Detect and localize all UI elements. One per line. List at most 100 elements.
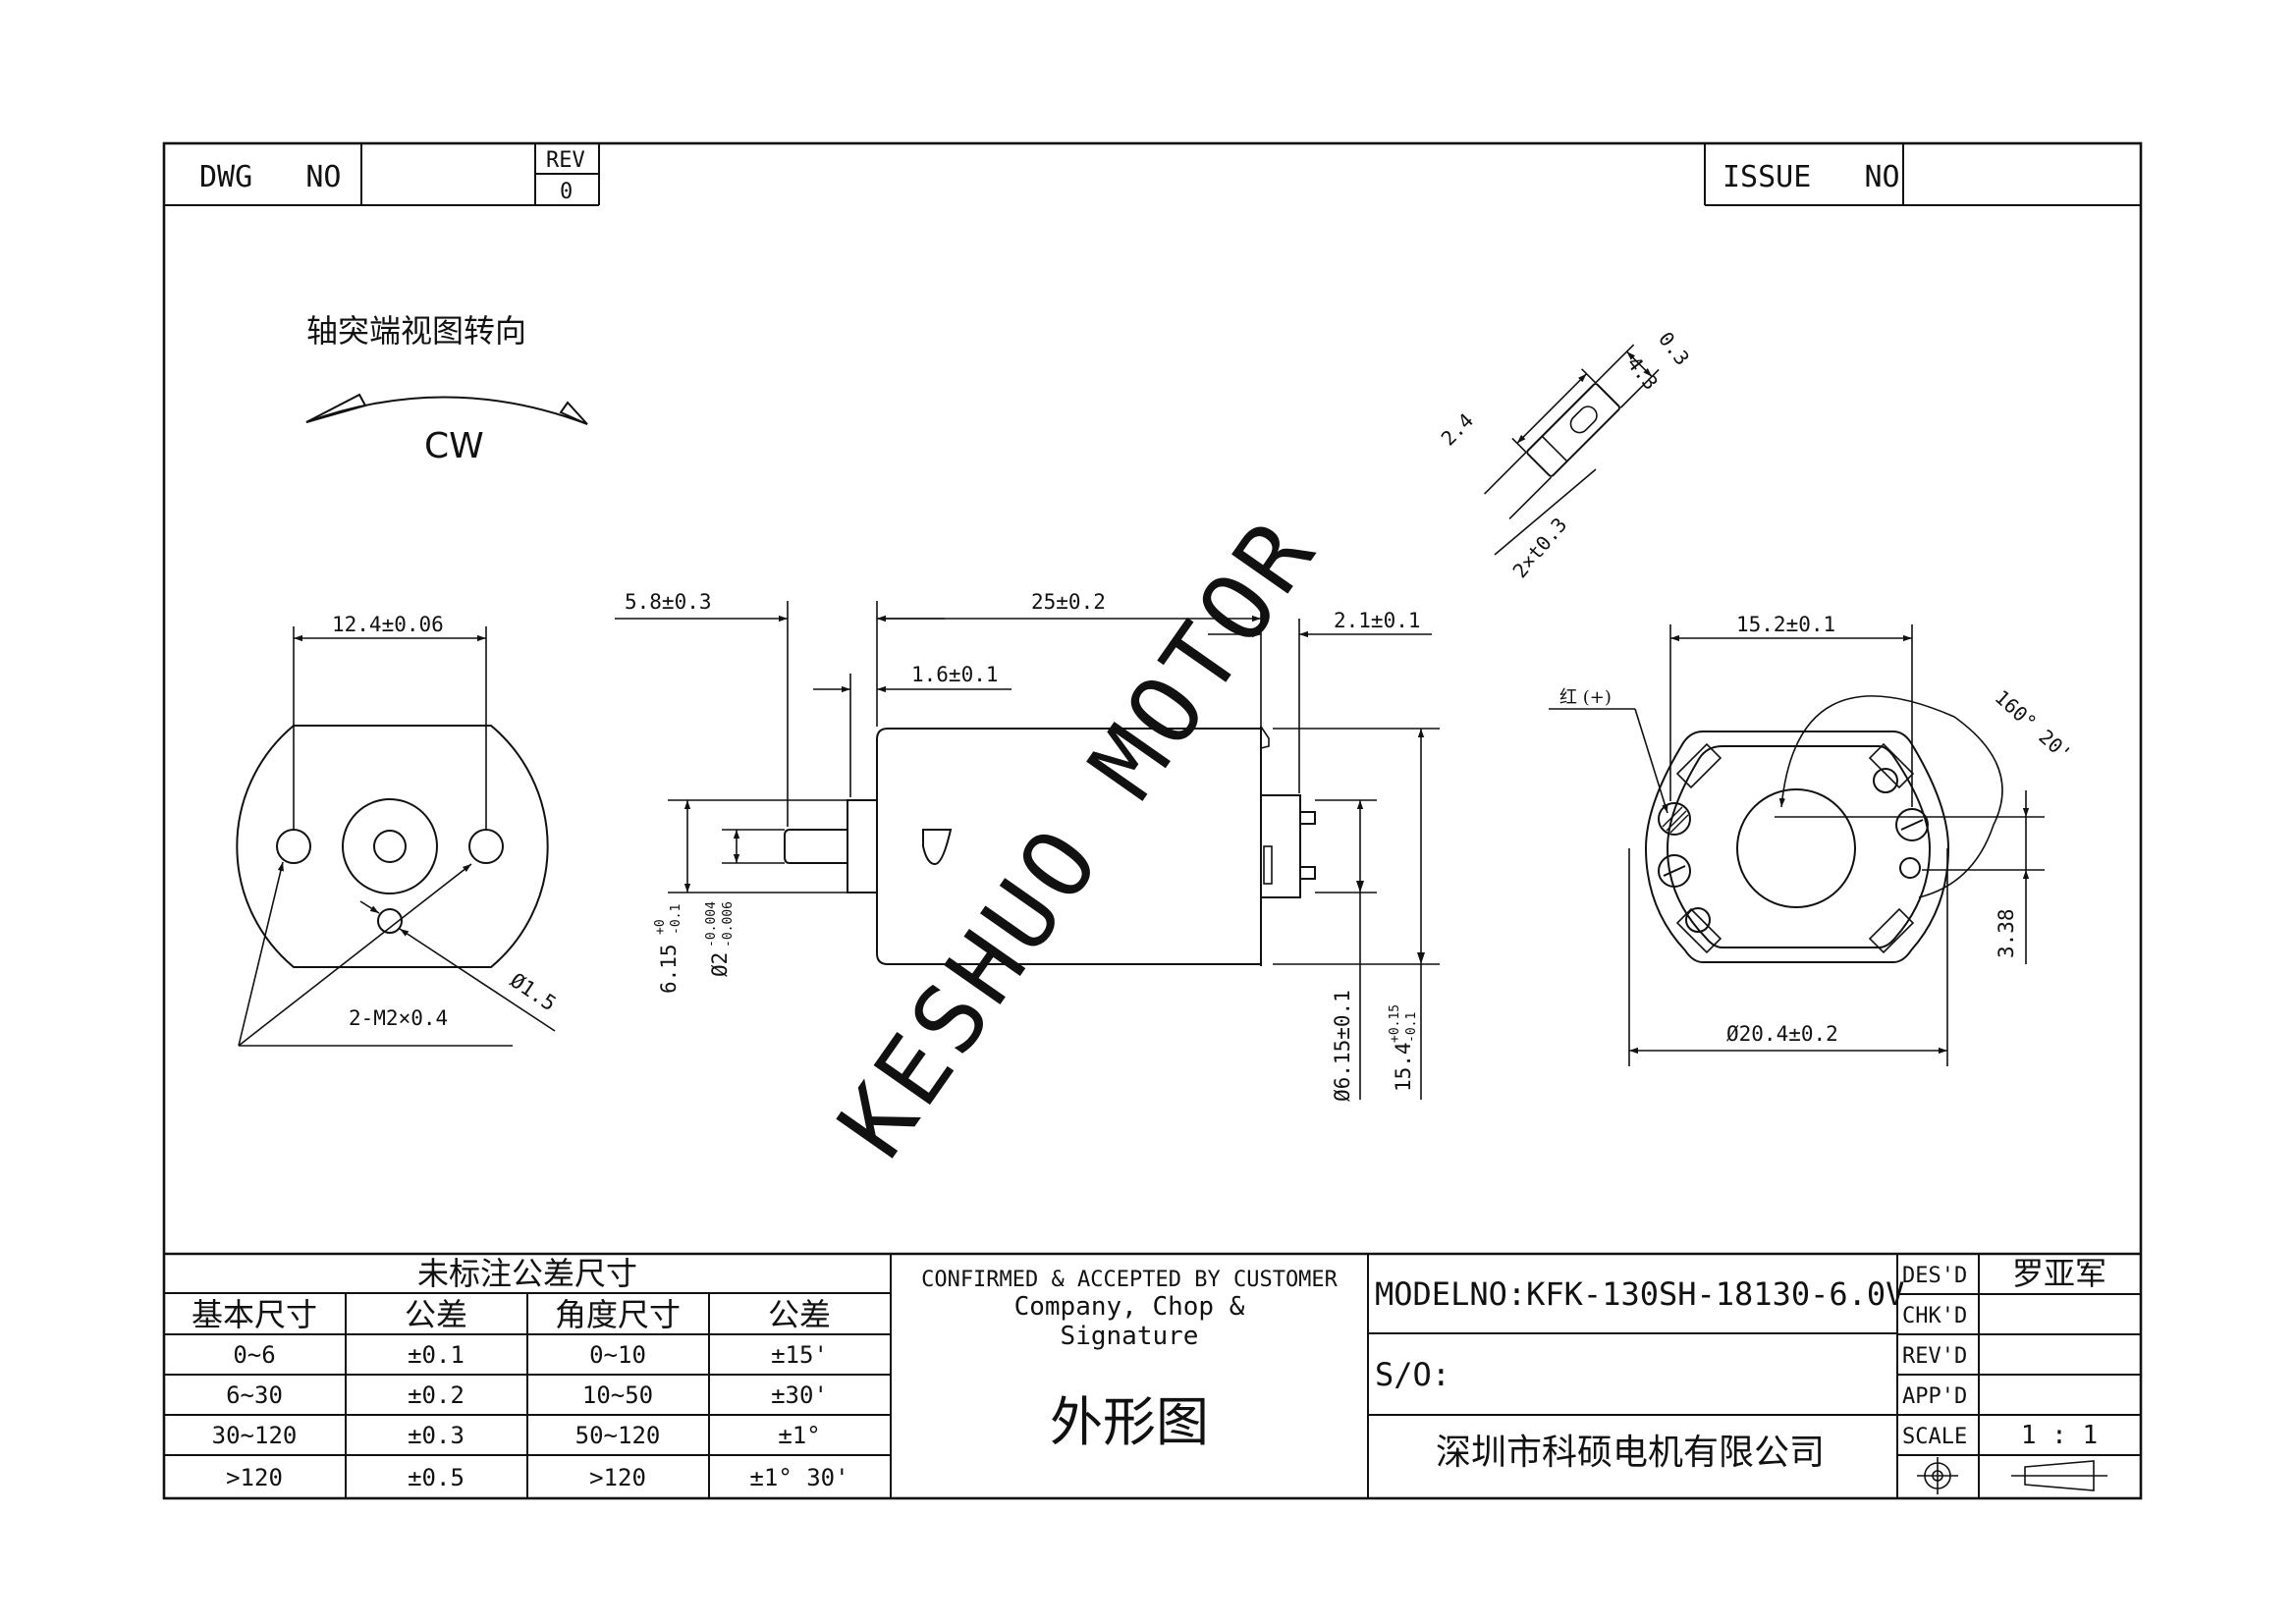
- rear-terminal-red: [1658, 802, 1691, 836]
- dwg-no-label: DWG NO: [199, 160, 342, 194]
- header-block: DWG NO REV 0 ISSUE NO: [164, 143, 2141, 206]
- terminal-len-dim: 4.3: [1622, 352, 1663, 394]
- side-rivet: [922, 829, 953, 866]
- rev-value: 0: [560, 180, 573, 204]
- issue-no-label: ISSUE NO: [1722, 160, 1900, 194]
- front-vent-hole: [377, 908, 403, 934]
- rear-dia-dim: Ø20.4±0.2: [1726, 1022, 1838, 1046]
- rear-offset-dim: 3.38: [1995, 908, 2018, 958]
- tol-header-basic: 基本尺寸: [191, 1296, 317, 1333]
- tol-cell: ±1°: [778, 1422, 820, 1449]
- rotation-direction: CW: [424, 426, 484, 466]
- cw-arrow-right-icon: [559, 401, 588, 425]
- side-body-height-tol-upper: +0.15: [1388, 1004, 1402, 1043]
- side-terminal-block: [1260, 794, 1301, 898]
- side-view: 5.8±0.3 25±0.2 2.1±0.1 1.6±0.1 6.15 +0 -…: [615, 590, 1440, 1102]
- terminal-detail: [1484, 344, 1660, 520]
- side-shaft: [784, 829, 847, 864]
- rear-hole-right: [1899, 857, 1921, 879]
- scale-label: SCALE: [1902, 1425, 1967, 1449]
- title-block: 未标注公差尺寸 基本尺寸 公差 角度尺寸 公差 0~6 ±0.1 0~10 ±1…: [164, 1252, 2141, 1498]
- rear-angle-dim: 160° 20': [1991, 685, 2077, 766]
- tol-cell: ±0.2: [408, 1381, 465, 1409]
- front-shaft: [373, 830, 407, 863]
- tol-cell: 6~30: [226, 1381, 283, 1409]
- rear-center-boss: [1736, 788, 1856, 908]
- side-body-len-dim: 25±0.2: [1031, 590, 1106, 614]
- front-hole-span-dim: 12.4±0.06: [332, 613, 444, 636]
- tol-cell: ±0.5: [408, 1464, 465, 1491]
- side-shaft-dia-tol-lower: -0.006: [721, 901, 736, 947]
- des-label: DES'D: [1902, 1264, 1967, 1288]
- rear-span-dim: 15.2±0.1: [1736, 613, 1835, 636]
- tol-header-tol-1: 公差: [405, 1296, 467, 1333]
- tol-cell: 50~120: [575, 1422, 661, 1449]
- rotation-title: 轴突端视图转向: [306, 312, 526, 350]
- tol-header-tol-2: 公差: [768, 1296, 831, 1333]
- customer-confirm: CONFIRMED & ACCEPTED BY CUSTOMER: [921, 1268, 1339, 1292]
- rear-terminal-black: [1658, 854, 1691, 888]
- company-name: 深圳市科硕电机有限公司: [1436, 1433, 1825, 1473]
- tol-cell: >120: [226, 1464, 283, 1491]
- rear-hole-top: [1873, 768, 1898, 793]
- front-vent-dim: Ø1.5: [506, 968, 560, 1015]
- cw-arrow-left-icon: [305, 393, 367, 423]
- rear-terminal-pos: [1895, 808, 1929, 841]
- customer-line2: Signature: [1061, 1322, 1199, 1351]
- side-body-height-tol-lower: -0.1: [1404, 1012, 1419, 1043]
- side-shaft-len-dim: 5.8±0.3: [625, 590, 712, 614]
- app-label: APP'D: [1902, 1384, 1967, 1409]
- terminal-hole-dim: 2×t0.3: [1507, 513, 1571, 582]
- side-terminal-len-dim: 2.1±0.1: [1334, 609, 1421, 632]
- rear-hole-left: [1685, 907, 1711, 933]
- model-no: MODELNO:KFK-130SH-18130-6.0V: [1375, 1275, 1904, 1313]
- tol-cell: 0~10: [589, 1341, 646, 1369]
- front-mount-hole-left: [276, 829, 311, 864]
- side-shaft-dia-tol-upper: -0.004: [704, 901, 719, 947]
- tol-cell: ±15': [771, 1341, 828, 1369]
- tol-cell: >120: [589, 1464, 646, 1491]
- side-shaft-dia-dim: Ø2: [708, 952, 732, 977]
- front-view: 12.4±0.06 2-M2×0.4 Ø1.5: [236, 613, 561, 1047]
- terminal-width-dim: 2.4: [1437, 408, 1479, 451]
- side-boss: [847, 799, 878, 893]
- rear-view: 15.2±0.1 红 (+) 160° 20' 3.38 Ø20.4±0.2: [1549, 613, 2076, 1066]
- tol-cell: 0~6: [233, 1341, 275, 1369]
- side-boss-dia-tol-upper: +0: [653, 919, 668, 935]
- des-value: 罗亚军: [2012, 1255, 2106, 1292]
- side-boss-dia-right-dim: Ø6.15±0.1: [1331, 990, 1354, 1102]
- drawing-name: 外形图: [1050, 1391, 1209, 1453]
- rotation-note: 轴突端视图转向 CW: [305, 312, 588, 466]
- side-boss-len-dim: 1.6±0.1: [911, 663, 999, 686]
- first-angle-projection-icon: [1917, 1457, 2107, 1494]
- tol-cell: 30~120: [212, 1422, 298, 1449]
- tolerance-title: 未标注公差尺寸: [417, 1255, 637, 1292]
- cw-arc: [305, 396, 588, 425]
- scale-value: 1 : 1: [2021, 1421, 2098, 1450]
- rear-angle-arc: [1778, 695, 2003, 898]
- tol-cell: ±30': [771, 1381, 828, 1409]
- front-boss: [342, 798, 438, 894]
- rev-d-label: REV'D: [1902, 1344, 1967, 1369]
- tol-cell: 10~50: [582, 1381, 653, 1409]
- chk-label: CHK'D: [1902, 1304, 1967, 1328]
- side-terminal-top: [1299, 811, 1316, 825]
- terminal-slot: [1569, 406, 1598, 434]
- side-terminal-bottom: [1299, 866, 1316, 880]
- side-body-height-dim: 15.4: [1392, 1042, 1415, 1092]
- terminal-thick-dim: 0.3: [1654, 327, 1694, 369]
- so-label: S/O:: [1375, 1356, 1450, 1393]
- tol-header-angle: 角度尺寸: [555, 1296, 681, 1333]
- tol-cell: ±1° 30': [749, 1464, 848, 1491]
- front-mount-hole-right: [468, 829, 504, 864]
- tol-cell: ±0.3: [408, 1422, 465, 1449]
- side-boss-dia-tol-lower: -0.1: [669, 904, 683, 935]
- sheet-border: [162, 141, 2143, 1500]
- front-thread-dim: 2-M2×0.4: [349, 1006, 448, 1030]
- tol-cell: ±0.1: [408, 1341, 465, 1369]
- side-boss-dia-dim: 6.15: [657, 944, 681, 994]
- rev-label: REV: [546, 148, 585, 173]
- customer-line1: Company, Chop &: [1014, 1292, 1245, 1322]
- rear-red-label: 红 (+): [1559, 687, 1612, 708]
